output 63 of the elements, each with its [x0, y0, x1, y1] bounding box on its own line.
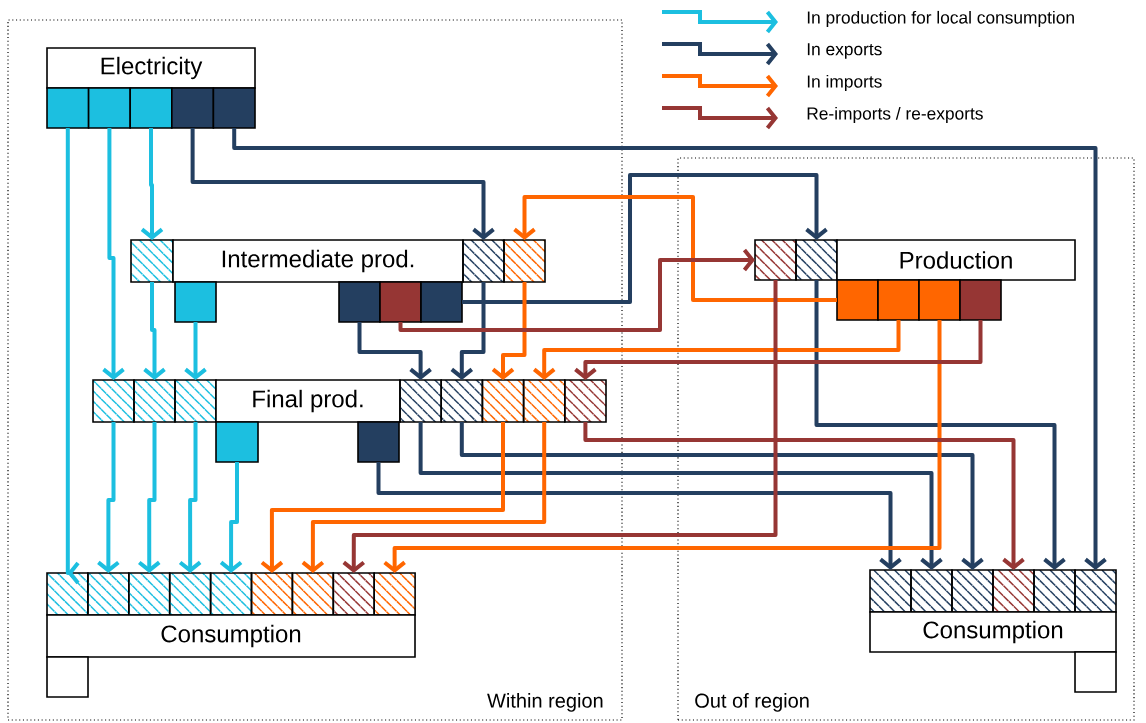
region-label: Within region — [487, 693, 603, 712]
flow-cell — [481, 379, 525, 423]
flow-cell — [462, 239, 505, 283]
arrow — [143, 282, 166, 380]
arrow — [462, 173, 828, 304]
arrow — [376, 462, 902, 570]
empty-box — [46, 656, 89, 698]
flow-cell — [133, 379, 176, 423]
flow-cell — [87, 87, 131, 129]
arrow — [398, 248, 755, 332]
flow-cell — [440, 379, 484, 423]
empty-box — [1074, 651, 1117, 693]
flow-cell — [564, 379, 607, 423]
sector-box: Electricity — [46, 47, 256, 89]
legend-label: In imports — [807, 74, 882, 92]
arrow — [814, 280, 1066, 570]
flow-cell — [503, 239, 546, 283]
arrow — [138, 422, 161, 573]
arrow — [178, 422, 202, 573]
legend-label: In exports — [807, 43, 882, 59]
flow-cell — [379, 281, 422, 323]
arrow — [102, 128, 125, 380]
flow-cell — [215, 421, 259, 463]
arrow — [383, 320, 942, 573]
flow-cell — [92, 379, 135, 423]
arrow — [583, 422, 1025, 570]
arrow — [219, 462, 243, 573]
flow-cell — [877, 279, 920, 321]
legend-label: In production for local consumption — [807, 10, 1074, 28]
flow-cell — [129, 87, 173, 129]
region-label: Out of region — [695, 693, 809, 712]
legend-label: Re-imports / re-exports — [807, 106, 983, 124]
arrow — [190, 128, 495, 240]
arrow — [357, 322, 432, 380]
arrow — [184, 322, 207, 380]
sector-box: Final prod. — [215, 379, 401, 423]
flow-cell — [959, 279, 1002, 321]
arrow — [301, 422, 547, 573]
arrow — [532, 320, 901, 380]
flow-cell — [212, 87, 256, 129]
arrow — [450, 282, 486, 380]
flow-cell — [357, 421, 400, 463]
flow-cell — [522, 379, 566, 423]
arrow — [574, 320, 983, 380]
sector-box: Production — [836, 239, 1076, 281]
flow-cell — [836, 279, 879, 321]
flow-cell — [399, 379, 442, 423]
arrow — [65, 128, 80, 585]
arrow — [232, 128, 1107, 570]
arrow — [140, 128, 164, 240]
flow-cell — [754, 239, 797, 281]
arrow — [491, 282, 527, 380]
flow-cell — [174, 281, 217, 323]
arrow — [513, 195, 837, 302]
flow-cell — [46, 87, 90, 129]
flow-cell — [171, 87, 215, 129]
flow-cell — [420, 281, 463, 323]
sector-box: Intermediate prod. — [172, 239, 464, 283]
flow-cell — [338, 281, 381, 323]
arrow — [97, 422, 120, 573]
flow-cell — [918, 279, 961, 321]
arrow — [260, 422, 505, 573]
arrow — [342, 280, 778, 573]
